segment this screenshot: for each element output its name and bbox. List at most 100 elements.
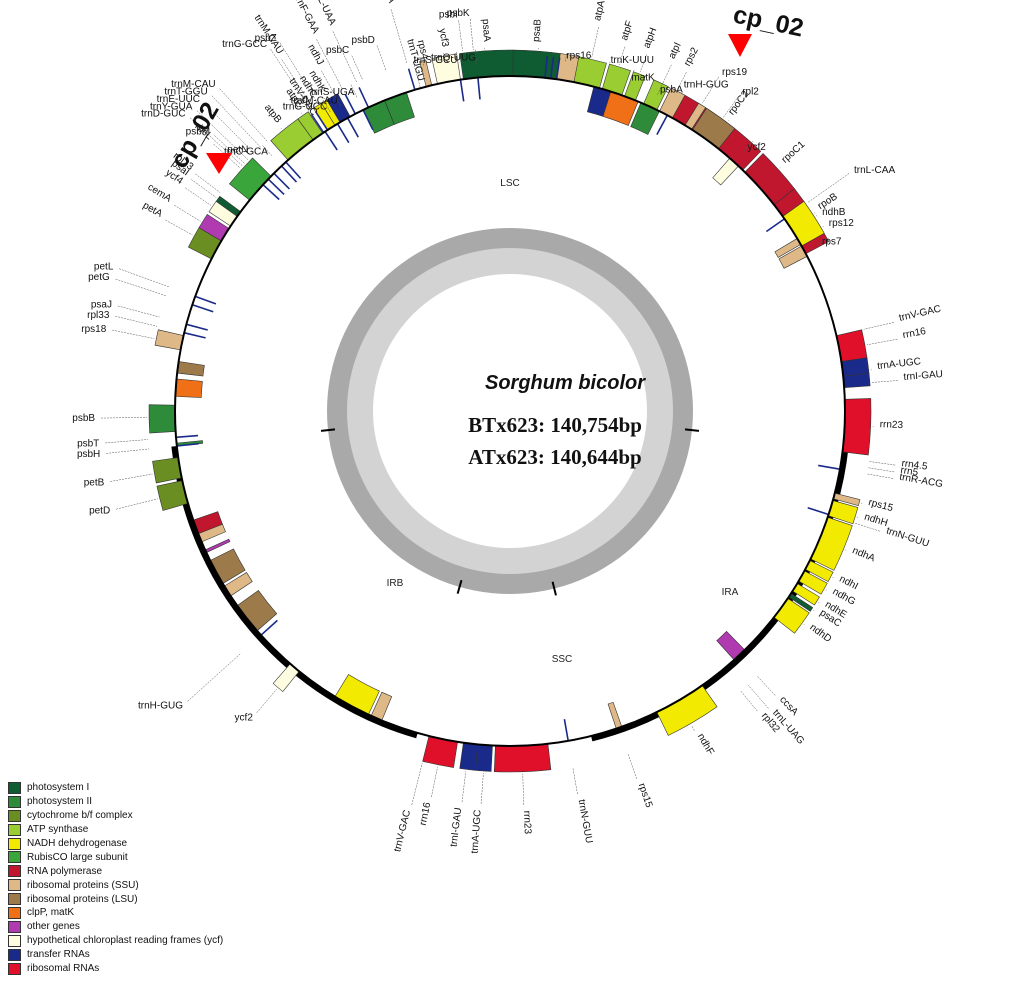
trna-tick bbox=[184, 332, 206, 339]
trna-tick bbox=[175, 434, 199, 439]
region-label-ira: IRA bbox=[722, 587, 739, 598]
marker-cp02-right: cp_02 bbox=[728, 0, 806, 57]
gene-label: atpF bbox=[619, 20, 636, 42]
legend-swatch bbox=[8, 962, 21, 975]
trna-tick bbox=[362, 109, 374, 131]
gene-leader-line bbox=[191, 179, 217, 198]
legend-label: photosystem II bbox=[27, 796, 93, 808]
gene-leader-line bbox=[316, 39, 343, 90]
gene-label: petL bbox=[94, 262, 114, 273]
legend-item: photosystem I bbox=[8, 781, 308, 795]
gene-label: ycf3 bbox=[436, 28, 450, 48]
trna-tick bbox=[477, 77, 481, 100]
gene-label: psbC bbox=[326, 45, 349, 56]
gene-label: trnQ-UUG bbox=[431, 53, 476, 64]
gene-label: rps16 bbox=[566, 50, 591, 61]
marker-triangle-right bbox=[728, 34, 752, 57]
gene-leader-line bbox=[863, 322, 894, 330]
gene-block-ndhf bbox=[656, 684, 718, 736]
gene-leader-line bbox=[469, 18, 474, 50]
gene-leader-line bbox=[816, 237, 830, 245]
legend-swatch bbox=[8, 837, 21, 850]
gene-label: petB bbox=[84, 478, 105, 489]
gene-leader-line bbox=[214, 135, 245, 164]
gene-leader-line bbox=[461, 771, 467, 803]
gene-label: psbH bbox=[77, 449, 100, 460]
gene-label: trnI-GAU bbox=[449, 807, 465, 847]
gene-label: psbM bbox=[186, 126, 210, 137]
gene-label: rps18 bbox=[81, 324, 106, 335]
gene-leader-line bbox=[115, 315, 158, 327]
legend-swatch bbox=[8, 809, 21, 822]
gene-label: trnS-GGA bbox=[374, 0, 397, 5]
gene-leader-line bbox=[757, 676, 776, 696]
gene-label: trnV-GAC bbox=[392, 809, 413, 853]
gene-block-infa bbox=[204, 538, 231, 553]
region-boundary-tick bbox=[456, 579, 463, 594]
gene-leader-line bbox=[101, 417, 148, 419]
gene-label: ycf2 bbox=[235, 712, 254, 723]
legend-item: RNA polymerase bbox=[8, 864, 308, 878]
gene-leader-line bbox=[390, 9, 408, 63]
genome-size-atx623: ATx623: 140,644bp bbox=[468, 445, 641, 469]
region-label-lsc: LSC bbox=[500, 178, 519, 189]
legend-label: NADH dehydrogenase bbox=[27, 838, 128, 849]
gene-leader-line bbox=[866, 338, 898, 346]
gene-block-trna-ugc bbox=[475, 744, 493, 772]
gene-leader-line bbox=[350, 84, 358, 98]
gene-label: trnL-CAA bbox=[854, 165, 895, 176]
trna-tick bbox=[555, 57, 561, 80]
trna-tick bbox=[346, 117, 359, 138]
legend-swatch bbox=[8, 920, 21, 933]
gene-label: rrn4.5 bbox=[901, 458, 929, 473]
region-boundary-tick bbox=[684, 428, 700, 432]
trna-tick bbox=[563, 719, 569, 742]
gene-leader-line bbox=[173, 204, 201, 222]
gene-label: psbI bbox=[439, 9, 458, 20]
legend-item: cytochrome b/f complex bbox=[8, 809, 308, 823]
gene-block-rpl20 bbox=[176, 361, 205, 377]
legend-item: other genes bbox=[8, 920, 308, 934]
gene-label: psbD bbox=[352, 35, 375, 46]
gene-block-psbb bbox=[148, 404, 176, 434]
legend-item: hypothetical chloroplast reading frames … bbox=[8, 934, 308, 948]
gene-leader-line bbox=[411, 763, 423, 805]
trna-tick bbox=[262, 184, 280, 201]
gene-leader-line bbox=[281, 59, 313, 107]
legend-label: ribosomal proteins (LSU) bbox=[27, 893, 138, 905]
gene-leader-line bbox=[412, 61, 421, 88]
gene-leader-line bbox=[691, 725, 695, 731]
legend-item: ribosomal proteins (SSU) bbox=[8, 878, 308, 892]
region-label-ssc: SSC bbox=[552, 654, 573, 665]
legend-swatch bbox=[8, 851, 21, 864]
legend-swatch bbox=[8, 893, 21, 906]
trna-tick bbox=[267, 178, 285, 195]
trna-tick bbox=[550, 56, 555, 79]
gene-leader-line bbox=[116, 498, 158, 510]
trna-tick bbox=[765, 218, 785, 233]
legend-swatch bbox=[8, 934, 21, 947]
trna-tick bbox=[595, 88, 604, 111]
legend-label: ribosomal proteins (SSU) bbox=[27, 879, 139, 891]
gene-leader-line bbox=[814, 212, 816, 214]
gene-label: atpH bbox=[642, 26, 660, 50]
gene-leader-line bbox=[825, 589, 827, 591]
gene-label: trnH-GUG bbox=[684, 79, 729, 90]
gene-leader-line bbox=[333, 93, 342, 106]
gene-leader-line bbox=[307, 109, 317, 122]
gene-label: rpl33 bbox=[87, 310, 110, 321]
gene-leader-line bbox=[280, 127, 282, 130]
region-label-irb: IRB bbox=[387, 578, 404, 589]
gene-leader-line bbox=[195, 173, 221, 193]
gene-block-rps18 bbox=[154, 329, 184, 351]
gene-label: ndhD bbox=[808, 622, 834, 645]
gene-label: trnA-UGC bbox=[470, 809, 484, 854]
gene-label: trnT-GGU bbox=[164, 86, 207, 97]
gene-leader-line bbox=[110, 473, 153, 482]
gene-leader-line bbox=[627, 754, 637, 779]
trna-tick bbox=[314, 111, 329, 131]
gene-leader-line bbox=[803, 624, 805, 626]
gene-label: rrn5 bbox=[900, 465, 920, 479]
gene-label: petA bbox=[141, 200, 165, 220]
gene-label: ndhF bbox=[695, 732, 716, 757]
